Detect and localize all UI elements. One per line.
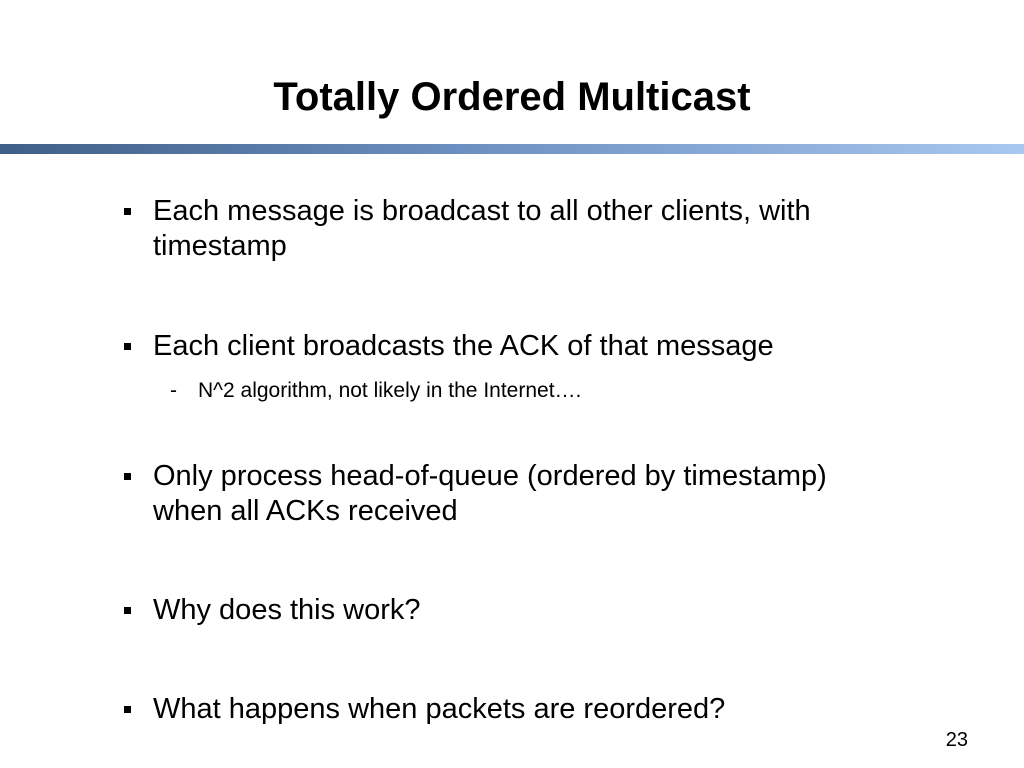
bullet-text: Only process head-of-queue (ordered by t… <box>153 460 827 527</box>
slide-page-number: 23 <box>945 729 968 751</box>
square-bullet-icon <box>124 343 131 350</box>
bullet-item: What happens when packets are reordered? <box>120 692 900 727</box>
square-bullet-icon <box>124 208 131 215</box>
square-bullet-icon <box>124 607 131 614</box>
bullet-item: Why does this work? <box>120 593 900 628</box>
sub-bullet-text: N^2 algorithm, not likely in the Interne… <box>198 379 582 402</box>
slide-title: Totally Ordered Multicast <box>273 75 751 119</box>
bullet-text: Each message is broadcast to all other c… <box>153 195 811 262</box>
bullet-item: Each client broadcasts the ACK of that m… <box>120 329 900 364</box>
bullet-text: Why does this work? <box>153 594 421 626</box>
bullet-item: Each message is broadcast to all other c… <box>120 194 900 264</box>
bullet-text: Each client broadcasts the ACK of that m… <box>153 330 774 362</box>
square-bullet-icon <box>124 706 131 713</box>
title-divider <box>0 144 1024 154</box>
bullet-text: What happens when packets are reordered? <box>153 693 726 725</box>
sub-bullet-item: - N^2 algorithm, not likely in the Inter… <box>170 378 870 404</box>
dash-bullet-marker: - <box>170 379 177 402</box>
square-bullet-icon <box>124 473 131 480</box>
bullet-item: Only process head-of-queue (ordered by t… <box>120 459 900 529</box>
